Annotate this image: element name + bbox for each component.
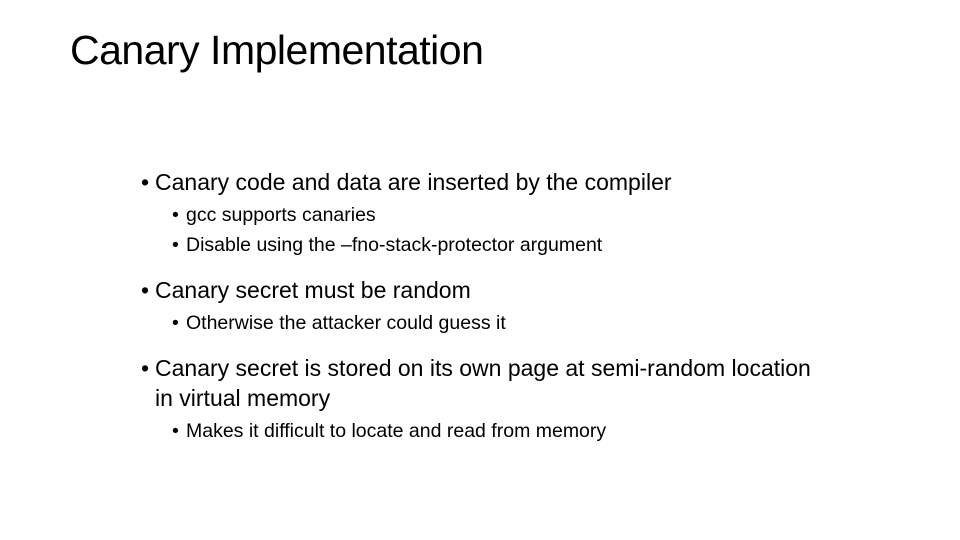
sub-bullet-item: • Makes it difficult to locate and read … bbox=[172, 418, 821, 444]
sub-bullet-text: Disable using the –fno-stack-protector a… bbox=[186, 234, 603, 256]
bullet-item: • Canary code and data are inserted by t… bbox=[141, 167, 821, 258]
bullet-text: Canary secret is stored on its own page … bbox=[155, 355, 811, 411]
bullet-item: • Canary secret is stored on its own pag… bbox=[141, 353, 821, 444]
sub-bullet-item: • Otherwise the attacker could guess it bbox=[172, 310, 821, 336]
bullet-dot-icon: • bbox=[141, 169, 150, 195]
slide-title: Canary Implementation bbox=[70, 27, 484, 73]
bullet-dot-icon: • bbox=[172, 204, 179, 226]
bullet-item: • Canary secret must be random • Otherwi… bbox=[141, 275, 821, 336]
sub-bullet-list: • Makes it difficult to locate and read … bbox=[172, 418, 821, 444]
bullet-dot-icon: • bbox=[172, 420, 179, 442]
bullet-dot-icon: • bbox=[172, 234, 179, 256]
slide-body: • Canary code and data are inserted by t… bbox=[141, 167, 821, 444]
sub-bullet-text: Makes it difficult to locate and read fr… bbox=[186, 420, 607, 442]
bullet-dot-icon: • bbox=[141, 277, 150, 303]
sub-bullet-list: • gcc supports canaries • Disable using … bbox=[172, 202, 821, 258]
sub-bullet-text: gcc supports canaries bbox=[186, 204, 376, 226]
sub-bullet-item: • gcc supports canaries bbox=[172, 202, 821, 228]
bullet-list: • Canary code and data are inserted by t… bbox=[141, 167, 821, 444]
bullet-text: Canary code and data are inserted by the… bbox=[155, 169, 672, 195]
sub-bullet-text: Otherwise the attacker could guess it bbox=[186, 312, 506, 334]
sub-bullet-list: • Otherwise the attacker could guess it bbox=[172, 310, 821, 336]
bullet-text: Canary secret must be random bbox=[155, 277, 471, 303]
sub-bullet-item: • Disable using the –fno-stack-protector… bbox=[172, 232, 821, 258]
bullet-dot-icon: • bbox=[172, 312, 179, 334]
bullet-dot-icon: • bbox=[141, 355, 150, 381]
